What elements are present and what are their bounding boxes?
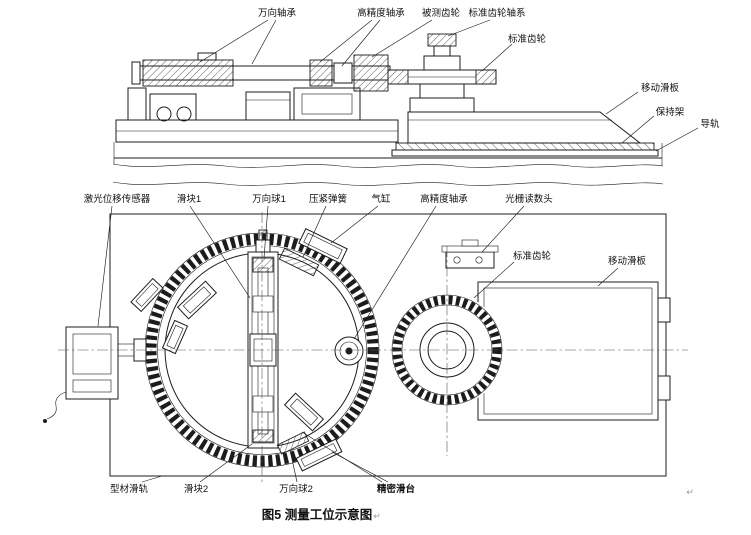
- figure-caption: 图5 测量工位示意图: [262, 507, 372, 522]
- base-plate: [113, 87, 399, 164]
- label-standard-gear-bottom: 标准齿轮: [513, 250, 552, 262]
- paragraph-mark-body: ↵: [686, 488, 694, 498]
- label-air-cylinder: 气缸: [371, 193, 391, 205]
- compression-spring-part: [278, 247, 320, 277]
- paragraph-mark-caption: ↵: [373, 512, 381, 522]
- air-cylinder-part: [298, 228, 348, 264]
- precision-bearing-plan: [334, 336, 364, 366]
- slider-1-part: [176, 280, 218, 320]
- rim-bracket-part: [130, 277, 164, 313]
- moving-plate: [477, 281, 671, 421]
- label-guide-rail: 导轨: [700, 118, 720, 130]
- grating-reader-assembly: [441, 239, 499, 269]
- label-moving-slide-bottom: 移动滑板: [608, 255, 647, 267]
- bottom-view-drawing: 激光位移传感器 滑块1 万向球1 压紧弹簧 气缸 高精度轴承 光栅读数头 标准齿…: [43, 193, 688, 495]
- label-universal-ball-1: 万向球1: [252, 193, 286, 205]
- label-slider-2: 滑块2: [184, 483, 208, 495]
- label-standard-gear-shaft: 标准齿轮轴系: [468, 7, 525, 19]
- standard-gear-shaft-assembly: [387, 33, 497, 115]
- top-view-drawing: 万向轴承 高精度轴承 被测齿轮 标准齿轮轴系 标准齿轮 移动滑板 保持架 导轨: [112, 7, 720, 186]
- universal-ball-1-part: [161, 319, 189, 355]
- centerlines: [58, 212, 688, 482]
- bottom-leader-lines: [97, 205, 619, 483]
- label-profile-rail: 型材滑轨: [110, 483, 149, 495]
- moving-slide-assembly: [114, 111, 663, 166]
- label-grating-reader: 光栅读数头: [505, 193, 553, 205]
- label-moving-slide-top: 移动滑板: [641, 82, 680, 94]
- label-cage: 保持架: [656, 106, 685, 118]
- label-precision-bearing-top: 高精度轴承: [357, 7, 405, 19]
- label-slider-1: 滑块1: [177, 193, 201, 205]
- label-universal-bearing: 万向轴承: [258, 7, 297, 19]
- precision-slide-column: [247, 229, 279, 449]
- label-precision-bearing-bottom: 高精度轴承: [420, 193, 468, 205]
- break-lines: [112, 163, 664, 186]
- shaft-assembly: [131, 52, 391, 92]
- bottom-spring-part: [276, 431, 310, 455]
- top-leader-lines: [199, 19, 699, 152]
- label-precision-stage: 精密滑台: [377, 483, 416, 495]
- label-universal-ball-2: 万向球2: [279, 483, 313, 495]
- label-measured-gear: 被测齿轮: [422, 7, 461, 19]
- universal-ball-2-part: [295, 438, 343, 472]
- label-standard-gear-top: 标准齿轮: [508, 33, 547, 45]
- slider-2-part: [283, 392, 325, 432]
- laser-sensor-assembly: [43, 326, 147, 423]
- label-compression-spring: 压紧弹簧: [309, 193, 348, 205]
- label-laser-sensor: 激光位移传感器: [84, 193, 151, 205]
